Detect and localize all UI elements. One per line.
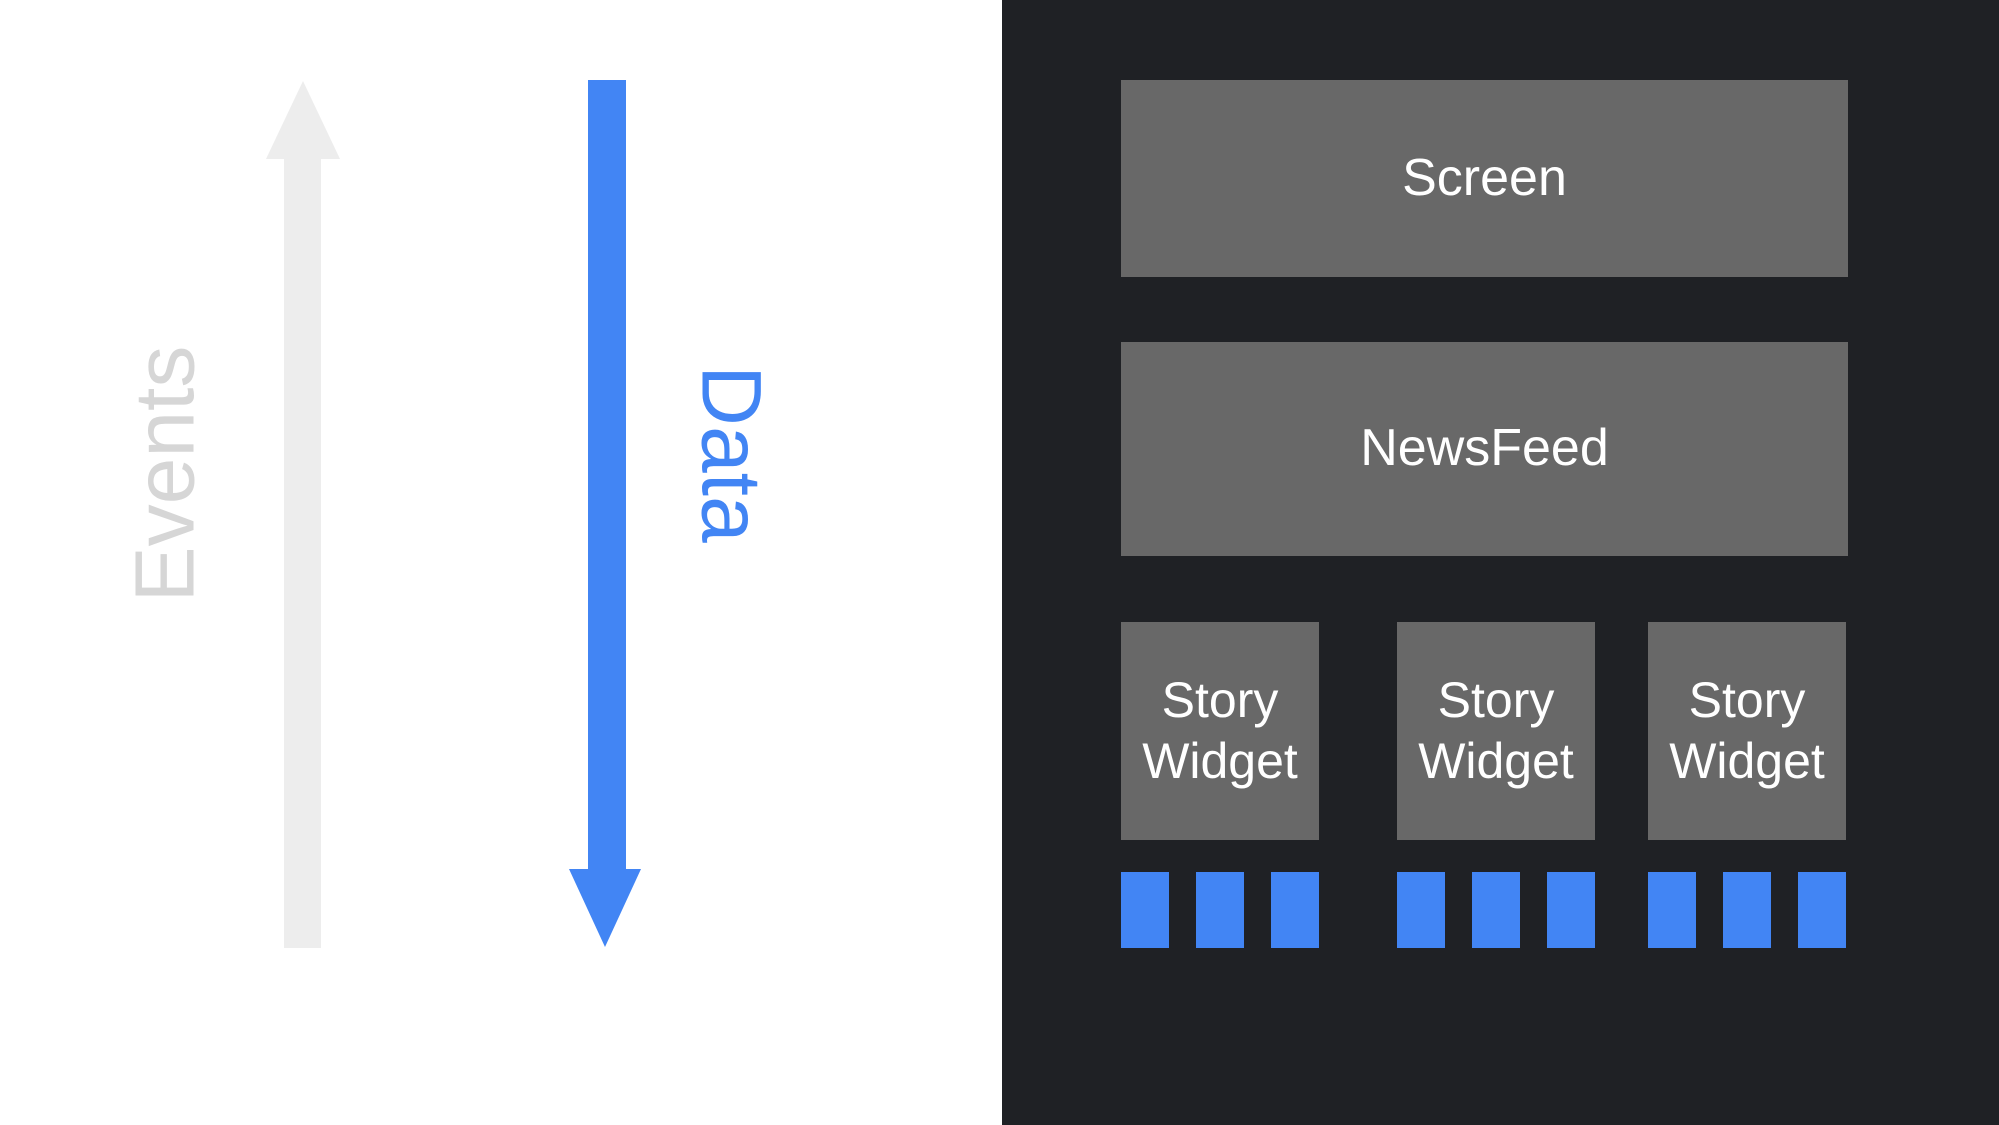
story-data-squares <box>1648 872 1846 948</box>
data-square <box>1723 872 1771 948</box>
events-up-arrow-shaft <box>284 158 321 948</box>
data-square <box>1121 872 1169 948</box>
data-label: Data <box>684 365 779 543</box>
data-square <box>1271 872 1319 948</box>
data-square <box>1472 872 1520 948</box>
screen-box: Screen <box>1121 80 1848 277</box>
data-square <box>1798 872 1846 948</box>
screen-box-label: Screen <box>1402 148 1567 207</box>
data-square <box>1648 872 1696 948</box>
story-data-squares <box>1397 872 1595 948</box>
data-down-arrow-icon <box>569 869 641 947</box>
story-data-squares <box>1121 872 1319 948</box>
newsfeed-box-label: NewsFeed <box>1360 419 1609 478</box>
data-square <box>1547 872 1595 948</box>
flow-panel: Events Data <box>117 80 779 948</box>
data-square <box>1196 872 1244 948</box>
story-widget-box: Story Widget <box>1121 622 1319 840</box>
data-square <box>1397 872 1445 948</box>
story-widget-label: Story Widget <box>1142 672 1298 789</box>
data-down-arrow-shaft <box>588 80 626 869</box>
newsfeed-box: NewsFeed <box>1121 342 1848 556</box>
events-up-arrow-icon <box>266 81 340 159</box>
story-widget-box: Story Widget <box>1648 622 1846 840</box>
story-widget-label: Story Widget <box>1669 672 1825 789</box>
widget-tree-panel: Screen NewsFeed Story Widget Story Widge… <box>1002 0 1999 1125</box>
story-widget-box: Story Widget <box>1397 622 1595 840</box>
story-widget-label: Story Widget <box>1418 672 1574 789</box>
events-label: Events <box>117 345 212 603</box>
